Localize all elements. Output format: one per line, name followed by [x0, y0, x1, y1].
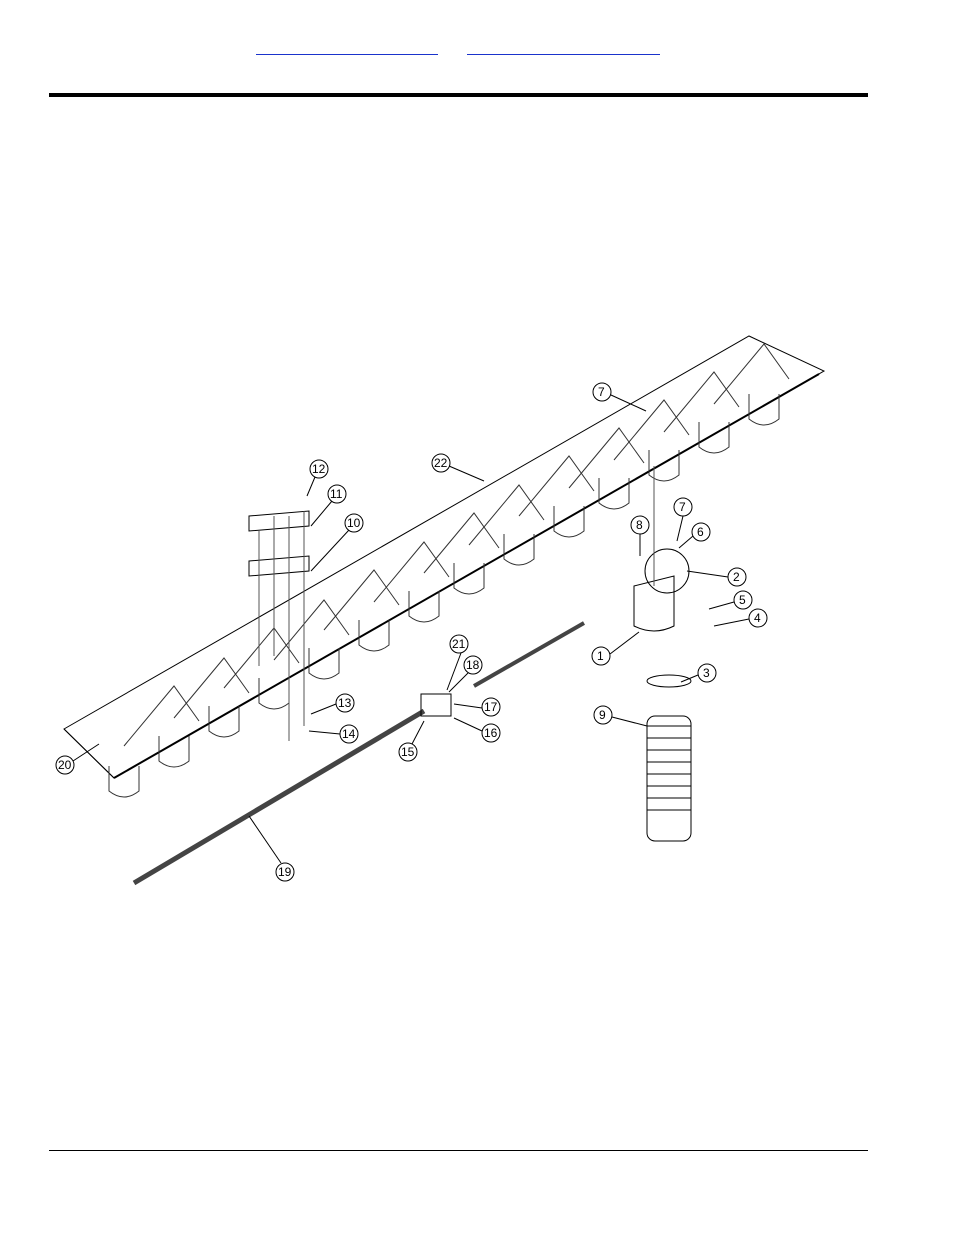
callout-1: 1: [592, 647, 610, 665]
header-rule: [49, 93, 868, 97]
svg-text:17: 17: [484, 700, 498, 714]
svg-text:5: 5: [739, 593, 746, 607]
callout-3: 3: [698, 664, 716, 682]
header-link-1[interactable]: [256, 38, 438, 55]
callout-12: 12: [310, 460, 328, 478]
svg-text:16: 16: [484, 726, 498, 740]
hopper-dividers: [124, 344, 789, 746]
svg-text:11: 11: [330, 487, 343, 501]
svg-text:14: 14: [342, 727, 356, 741]
svg-text:10: 10: [347, 516, 361, 530]
callout-7b: 7: [674, 498, 692, 516]
hopper-frame: [64, 336, 824, 778]
plate-11: [249, 511, 309, 531]
svg-text:18: 18: [466, 658, 480, 672]
svg-text:1: 1: [597, 649, 604, 663]
callout-10: 10: [345, 514, 363, 532]
svg-text:4: 4: [754, 611, 761, 625]
seed-hose: [647, 716, 691, 841]
svg-text:6: 6: [697, 525, 704, 539]
callout-18: 18: [464, 656, 482, 674]
callout-16: 16: [482, 724, 500, 742]
drive-shaft: [134, 711, 424, 883]
callout-11: 11: [328, 485, 346, 503]
parts-exploded-diagram: 1 2 3 4 5 6 7 7 8 9 10 11 12 13 14 15 16…: [49, 326, 839, 892]
svg-text:9: 9: [599, 708, 606, 722]
callout-8: 8: [631, 516, 649, 534]
callout-21: 21: [450, 635, 468, 653]
svg-text:8: 8: [636, 518, 643, 532]
svg-text:2: 2: [733, 570, 740, 584]
callout-6: 6: [692, 523, 710, 541]
callout-19: 19: [276, 863, 294, 881]
header-link-2[interactable]: [467, 38, 660, 55]
svg-text:21: 21: [452, 637, 466, 651]
svg-text:7: 7: [598, 385, 605, 399]
svg-text:12: 12: [312, 462, 326, 476]
svg-text:13: 13: [338, 696, 352, 710]
callout-7a: 7: [593, 383, 611, 401]
svg-text:15: 15: [401, 745, 415, 759]
callout-2: 2: [728, 568, 746, 586]
callout-22: 22: [432, 454, 450, 472]
callout-15: 15: [399, 743, 417, 761]
callout-17: 17: [482, 698, 500, 716]
footer-rule: [49, 1150, 868, 1151]
callout-20: 20: [56, 756, 74, 774]
plate-10: [249, 556, 309, 576]
svg-text:19: 19: [278, 865, 292, 879]
callout-13: 13: [336, 694, 354, 712]
svg-text:3: 3: [703, 666, 710, 680]
callout-14: 14: [340, 725, 358, 743]
callout-9: 9: [594, 706, 612, 724]
sprocket: [645, 549, 689, 593]
bearing: [421, 694, 451, 716]
svg-text:7: 7: [679, 500, 686, 514]
svg-text:22: 22: [434, 456, 448, 470]
callout-4: 4: [749, 609, 767, 627]
callout-5: 5: [734, 591, 752, 609]
svg-text:20: 20: [58, 758, 72, 772]
